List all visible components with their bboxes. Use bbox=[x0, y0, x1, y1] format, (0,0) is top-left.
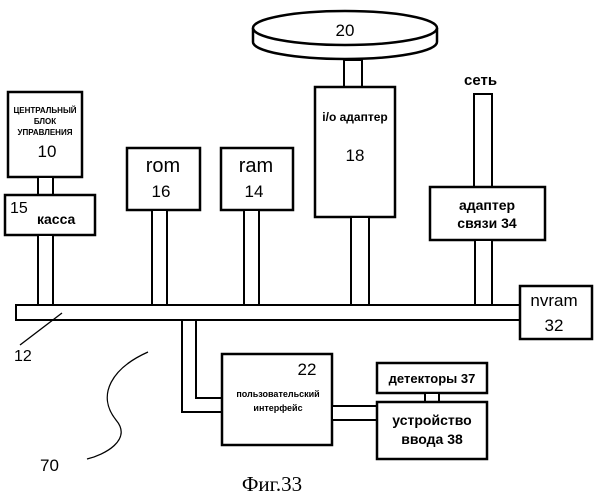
cash-register: 15 касса bbox=[5, 195, 95, 235]
cash-bus-connector bbox=[38, 235, 53, 305]
system-bus bbox=[16, 305, 520, 320]
svg-text:интерфейс: интерфейс bbox=[253, 403, 302, 413]
rom-bus-connector bbox=[152, 210, 167, 305]
svg-text:ввода 38: ввода 38 bbox=[401, 431, 463, 447]
svg-text:детекторы 37: детекторы 37 bbox=[389, 371, 476, 386]
ram-bus-connector bbox=[244, 210, 259, 305]
svg-text:пользовательский: пользовательский bbox=[236, 389, 319, 399]
svg-text:ЦЕНТРАЛЬНЫЙ: ЦЕНТРАЛЬНЫЙ bbox=[13, 106, 76, 115]
rom-block: rom 16 bbox=[127, 148, 200, 210]
cash-number: 15 bbox=[10, 200, 28, 217]
svg-text:i/o адаптер: i/o адаптер bbox=[322, 110, 387, 124]
cpu-number: 10 bbox=[38, 142, 57, 161]
svg-text:16: 16 bbox=[152, 182, 171, 201]
bus-number: 12 bbox=[14, 348, 32, 365]
svg-text:22: 22 bbox=[298, 360, 317, 379]
svg-text:УПРАВЛЕНИЯ: УПРАВЛЕНИЯ bbox=[18, 128, 73, 137]
svg-text:18: 18 bbox=[346, 146, 365, 165]
disk-connector bbox=[344, 60, 362, 87]
io-bus-connector bbox=[351, 217, 369, 305]
bus-ui-connector bbox=[182, 320, 222, 412]
nvram-block: nvram 32 bbox=[520, 286, 592, 339]
svg-text:14: 14 bbox=[245, 182, 264, 201]
reference-wave-line bbox=[87, 352, 148, 459]
svg-text:32: 32 bbox=[545, 316, 564, 335]
disk-number: 20 bbox=[336, 21, 355, 40]
communication-adapter: адаптер связи 34 bbox=[430, 187, 545, 240]
input-device: устройство ввода 38 bbox=[377, 402, 487, 459]
disk-storage: 20 bbox=[253, 11, 437, 59]
svg-text:БЛОК: БЛОК bbox=[34, 117, 56, 126]
svg-text:nvram: nvram bbox=[530, 291, 577, 310]
user-interface: 22 пользовательский интерфейс bbox=[222, 354, 332, 445]
svg-text:связи 34: связи 34 bbox=[457, 215, 517, 231]
svg-text:rom: rom bbox=[146, 155, 180, 177]
svg-text:устройство: устройство bbox=[392, 412, 471, 428]
figure-caption: Фиг.33 bbox=[242, 472, 302, 496]
cpu-cash-connector bbox=[38, 177, 53, 195]
network-line bbox=[474, 94, 492, 187]
central-control-unit: ЦЕНТРАЛЬНЫЙ БЛОК УПРАВЛЕНИЯ 10 bbox=[8, 92, 82, 177]
svg-text:ram: ram bbox=[239, 155, 273, 177]
ui-input-connector bbox=[332, 406, 377, 420]
svg-text:адаптер: адаптер bbox=[459, 197, 515, 213]
comm-bus-connector bbox=[475, 240, 492, 305]
detectors-input-connector bbox=[425, 393, 439, 402]
network-label: сеть bbox=[464, 72, 497, 89]
detectors-block: детекторы 37 bbox=[377, 363, 487, 393]
ref-70-number: 70 bbox=[40, 456, 59, 475]
ram-block: ram 14 bbox=[221, 148, 293, 210]
io-adapter: i/o адаптер 18 bbox=[315, 87, 395, 217]
cash-label: касса bbox=[37, 211, 76, 227]
